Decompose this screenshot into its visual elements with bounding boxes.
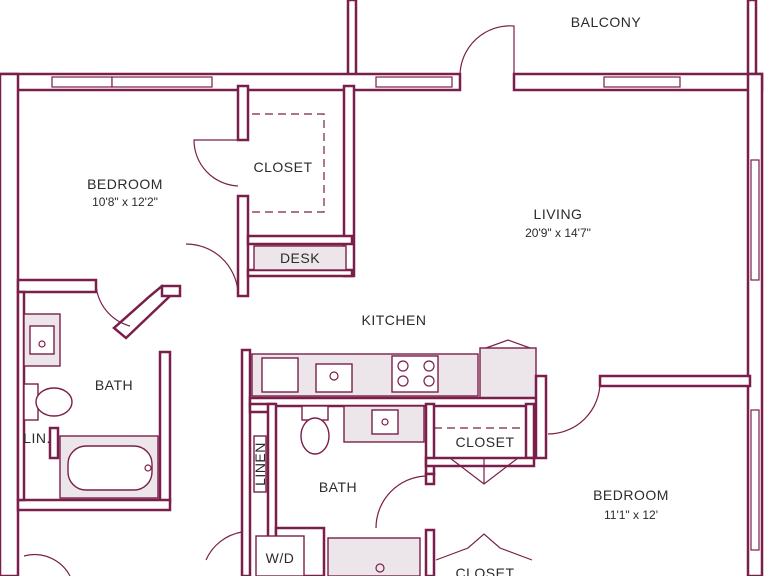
- closet-dashes: [252, 113, 526, 429]
- bedroom-2-label: BEDROOM: [593, 487, 669, 503]
- closet-2-label: CLOSET: [455, 434, 514, 450]
- closet-1-label: CLOSET: [253, 159, 312, 175]
- linen-1-label: LIN.: [23, 430, 51, 446]
- kitchen-label: KITCHEN: [362, 312, 427, 328]
- bath-1-fixtures: [23, 313, 159, 499]
- linen-2-box: [253, 435, 267, 493]
- desk-label: DESK: [280, 250, 320, 266]
- living-label: LIVING: [534, 206, 583, 222]
- outer-left-wall: [0, 72, 20, 576]
- bath-1-label: BATH: [95, 377, 133, 393]
- outer-right-wall: [746, 72, 764, 576]
- wd-label: W/D: [266, 550, 295, 566]
- room-labels: BALCONY BEDROOM 10'8" x 12'2" CLOSET DES…: [23, 14, 669, 576]
- door-swings: [23, 25, 601, 576]
- bedroom-1-walls: [16, 84, 356, 340]
- bedroom-2-dimensions: 11'1" x 12': [604, 508, 658, 522]
- bath-2-label: BATH: [319, 479, 357, 495]
- balcony-walls: [346, 0, 758, 78]
- living-dimensions: 20'9" x 14'7": [525, 226, 591, 240]
- bedroom-2-walls: [248, 374, 752, 576]
- wd-box: [255, 535, 305, 576]
- desk-box: [253, 245, 347, 271]
- bedroom-1-label: BEDROOM: [87, 176, 163, 192]
- outer-top-wall: [0, 72, 764, 92]
- bath-2-fixtures: [274, 405, 425, 576]
- bath-1-walls: [16, 290, 172, 512]
- balcony-label: BALCONY: [571, 14, 642, 30]
- kitchen-counter: [240, 339, 537, 576]
- bedroom-1-dimensions: 10'8" x 12'2": [92, 195, 158, 209]
- closet-3-label: CLOSET: [455, 565, 514, 576]
- linen-2-label: LINEN: [252, 442, 268, 486]
